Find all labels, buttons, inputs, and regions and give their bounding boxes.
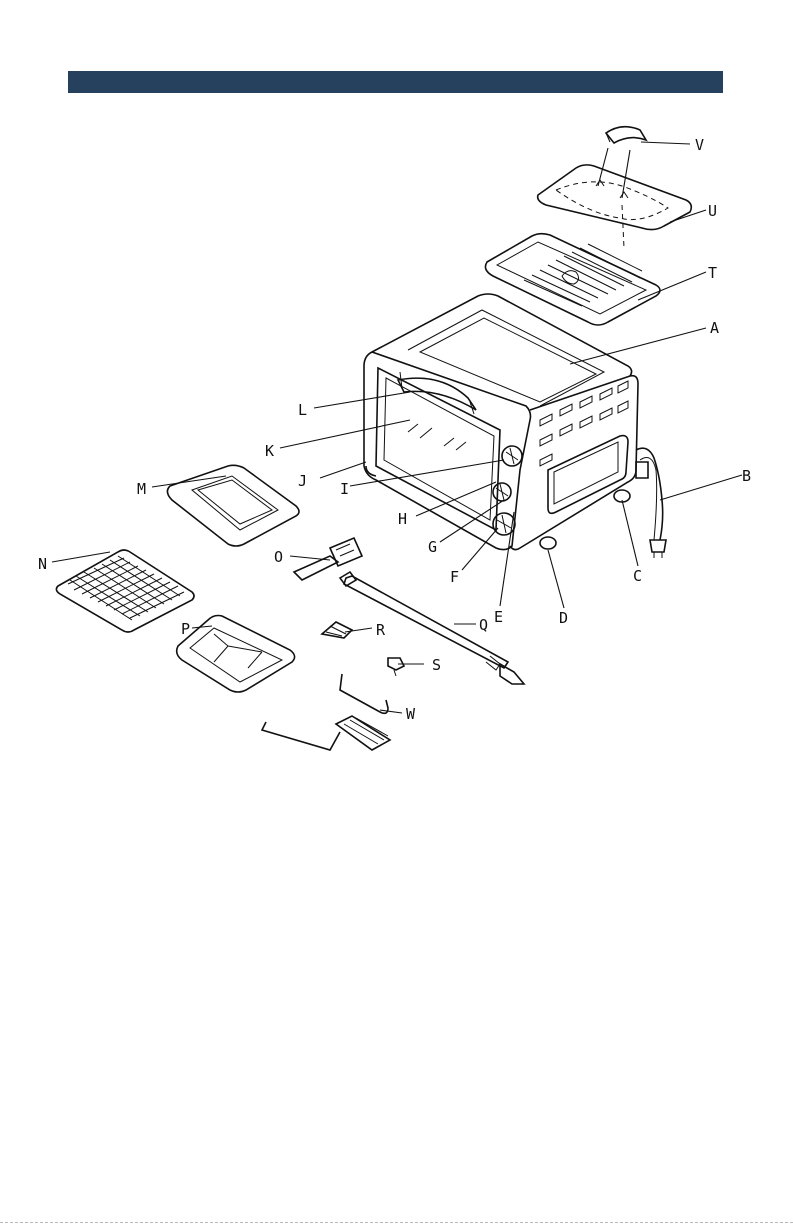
- callout-h: H: [398, 510, 407, 528]
- screw-part: [388, 658, 404, 676]
- callout-e: E: [494, 608, 503, 626]
- crumb-tray-part: [485, 234, 660, 325]
- callout-p: P: [181, 620, 190, 638]
- callout-s: S: [432, 656, 441, 674]
- callout-j: J: [298, 472, 307, 490]
- rotisserie-lifter-part: [262, 674, 390, 750]
- lid-handle-part: [606, 127, 646, 143]
- callout-c: C: [633, 567, 642, 585]
- callout-q: Q: [479, 616, 488, 634]
- callout-n: N: [38, 555, 47, 573]
- callout-a: A: [710, 319, 719, 337]
- callout-g: G: [428, 538, 437, 556]
- callout-labels: A B C D E F G H I J K L M N O P Q R S T …: [38, 136, 751, 723]
- wire-rack-part: [56, 550, 194, 632]
- callout-o: O: [274, 548, 283, 566]
- callout-v: V: [695, 136, 704, 154]
- lid-part: [538, 165, 692, 248]
- callout-u: U: [708, 202, 717, 220]
- callout-m: M: [137, 480, 146, 498]
- callout-d: D: [559, 609, 568, 627]
- callout-l: L: [298, 401, 307, 419]
- callout-t: T: [708, 264, 717, 282]
- callout-i: I: [340, 480, 349, 498]
- callout-f: F: [450, 568, 459, 586]
- page-bottom-rule: [0, 1222, 793, 1223]
- callout-k: K: [265, 442, 274, 460]
- callout-b: B: [742, 467, 751, 485]
- baking-pan-part: [167, 465, 299, 546]
- oven-body-part: [364, 294, 666, 558]
- callout-r: R: [376, 621, 386, 639]
- rotisserie-fork-part: [322, 622, 352, 638]
- broil-pan-part: [177, 616, 295, 693]
- callout-w: W: [406, 705, 416, 723]
